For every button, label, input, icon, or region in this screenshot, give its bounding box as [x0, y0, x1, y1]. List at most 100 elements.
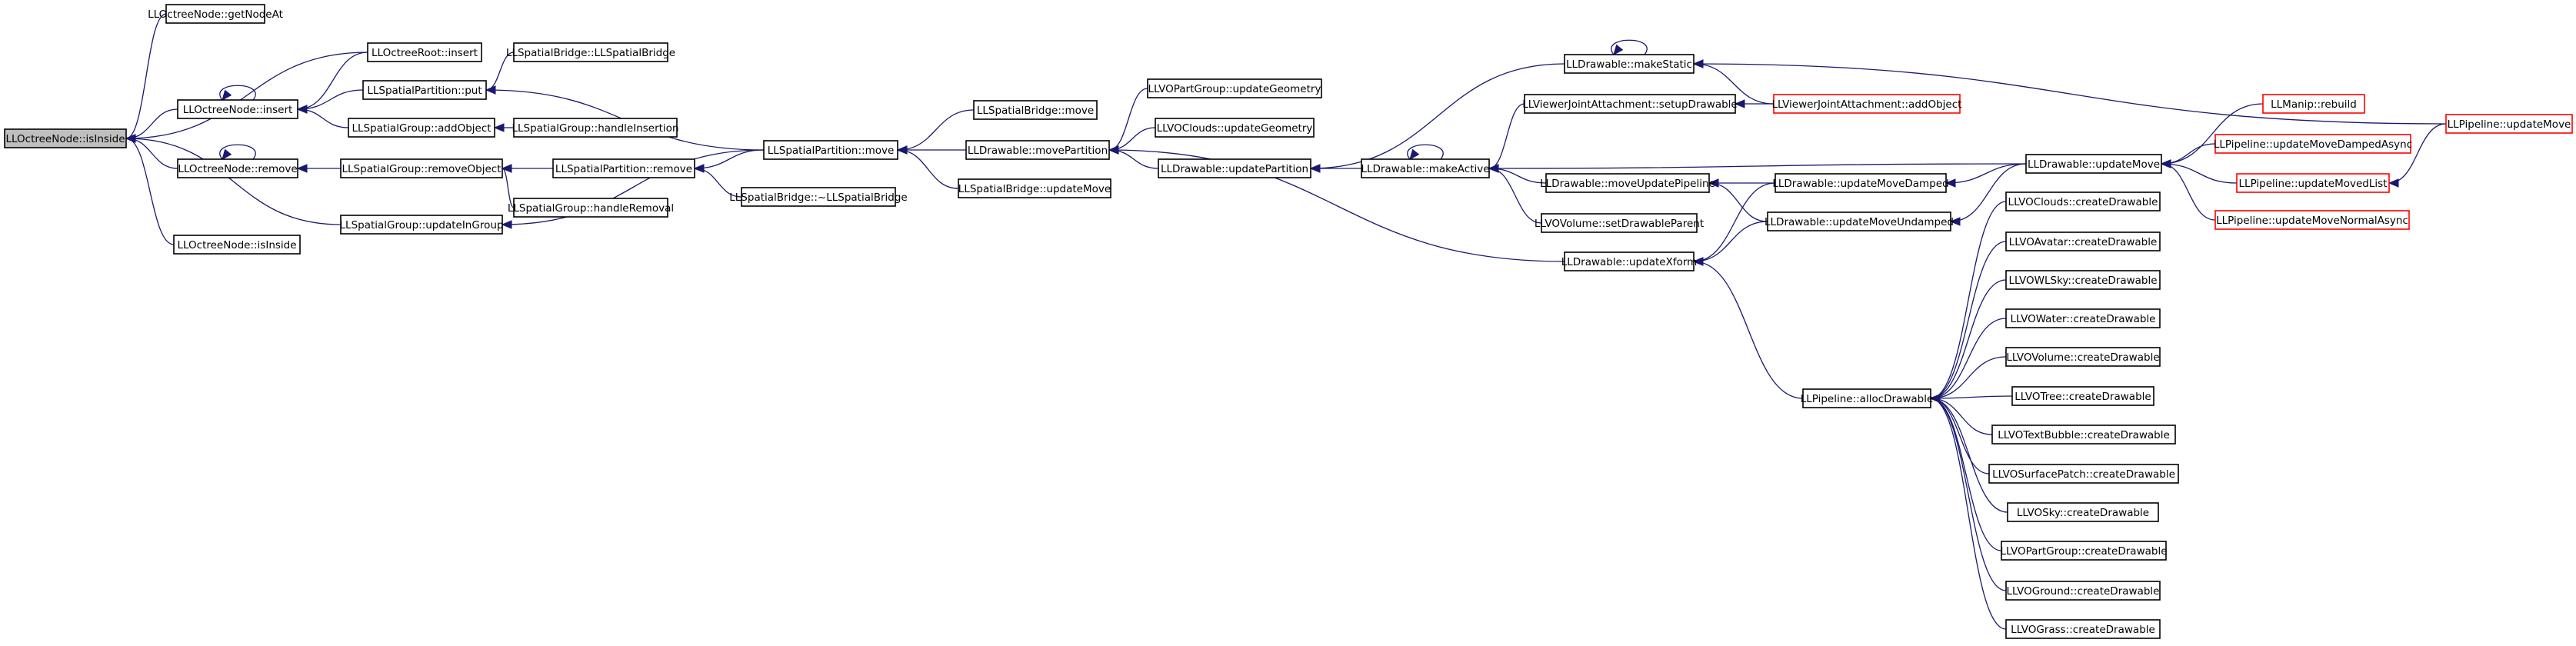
node-makeStatic[interactable]: LLDrawable::makeStatic — [1564, 54, 1695, 74]
node-addObjectAttach[interactable]: LLViewerJointAttachment::addObject — [1772, 94, 1962, 114]
edge-c11-to-allocDrawable — [1930, 398, 2007, 591]
node-box — [2011, 386, 2154, 406]
node-bridgeMove[interactable]: LLSpatialBridge::move — [973, 100, 1098, 120]
node-moveNormalAsync[interactable]: LLPipeline::updateMoveNormalAsync — [2214, 210, 2410, 230]
node-label: LLDrawable::moveUpdatePipeline — [1540, 178, 1715, 190]
node-allocDrawable[interactable]: LLPipeline::allocDrawable — [1801, 388, 1934, 408]
node-box — [1155, 118, 1315, 138]
node-box — [340, 158, 503, 178]
node-label: LLSpatialGroup::removeObject — [342, 163, 502, 175]
node-box — [165, 4, 265, 24]
node-box — [2025, 154, 2162, 174]
node-c2[interactable]: LLVOAvatar::createDrawable — [2005, 231, 2161, 251]
node-updateMoveDamped[interactable]: LLDrawable::updateMoveDamped — [1772, 173, 1949, 193]
node-movePartition[interactable]: LLDrawable::movePartition — [965, 140, 1110, 160]
node-moveDampedAsync[interactable]: LLPipeline::updateMoveDampedAsync — [2214, 134, 2412, 154]
node-c9[interactable]: LLVOSky::createDrawable — [2007, 502, 2159, 522]
node-removeObject[interactable]: LLSpatialGroup::removeObject — [340, 158, 503, 178]
node-box — [1991, 425, 2176, 445]
edge-updateMove-to-makeActive — [1488, 163, 2027, 169]
node-pipelineUpdateMove[interactable]: LLPipeline::updateMove — [2445, 114, 2573, 134]
node-partRemove[interactable]: LLSpatialPartition::remove — [552, 158, 695, 178]
edge-rootInsert-to-isInside — [125, 52, 368, 139]
edge-bridgeMove-to-partMove — [897, 109, 975, 151]
node-makeActive[interactable]: LLDrawable::makeActive — [1361, 158, 1490, 178]
node-setupDrawable[interactable]: LLViewerJointAttachment::setupDrawable — [1522, 94, 1738, 114]
node-c8[interactable]: LLVOSurfacePatch::createDrawable — [1988, 464, 2179, 484]
edges-layer — [125, 13, 2447, 630]
node-label: LLVOTextBubble::createDrawable — [1998, 429, 2170, 441]
node-c4[interactable]: LLVOWater::createDrawable — [2005, 308, 2161, 328]
node-cloudsGeom[interactable]: LLVOClouds::updateGeometry — [1155, 118, 1315, 138]
edge-arrowhead — [1108, 145, 1119, 155]
node-label: LLDrawable::updateMoveDamped — [1772, 178, 1948, 190]
node-updatePartition[interactable]: LLDrawable::updatePartition — [1158, 158, 1311, 178]
node-put[interactable]: LLSpatialPartition::put — [362, 80, 487, 100]
node-insert[interactable]: LLOctreeNode::insert — [177, 99, 298, 119]
node-handleRemoval[interactable]: LLSpatialGroup::handleRemoval — [508, 198, 674, 218]
node-label: LLVOClouds::createDrawable — [2008, 196, 2158, 208]
edge-arrowhead — [493, 123, 505, 132]
edge-handleRemoval-to-removeObject — [502, 168, 515, 208]
edge-arrowhead — [1734, 99, 1745, 108]
node-bridgeCtor[interactable]: LLSpatialBridge::LLSpatialBridge — [506, 42, 675, 62]
node-c5[interactable]: LLVOVolume::createDrawable — [2005, 347, 2161, 367]
edge-movedList-to-updateMove — [2161, 163, 2238, 184]
node-box — [1564, 251, 1695, 271]
node-box — [763, 140, 898, 160]
node-box — [2005, 347, 2161, 367]
node-c10[interactable]: LLVOPartGroup::createDrawable — [2000, 541, 2168, 561]
node-label: LLSpatialGroup::addObject — [352, 122, 491, 135]
node-movedList[interactable]: LLPipeline::updateMovedList — [2236, 173, 2390, 193]
node-isInside[interactable]: LLOctreeNode::isInside — [4, 128, 127, 148]
node-addObject[interactable]: LLSpatialGroup::addObject — [348, 118, 495, 138]
node-bridgeDtor[interactable]: LLSpatialBridge::~LLSpatialBridge — [729, 187, 908, 207]
node-label: LLVOPartGroup::updateGeometry — [1148, 83, 1321, 95]
node-handleInsertion[interactable]: LLSpatialGroup::handleInsertion — [512, 118, 679, 138]
node-label: LLSpatialBridge::move — [977, 105, 1094, 117]
node-box — [1802, 388, 1931, 408]
node-remove[interactable]: LLOctreeNode::remove — [177, 158, 298, 178]
node-rebuild[interactable]: LLManip::rebuild — [2262, 94, 2365, 114]
node-box — [1147, 78, 1322, 98]
edge-rootInsert-to-insert — [297, 52, 368, 110]
node-updateMoveUndamped[interactable]: LLDrawable::updateMoveUndamped — [1765, 211, 1954, 231]
node-box — [513, 42, 668, 62]
node-label: LLOctreeNode::isInside — [177, 239, 296, 251]
node-updateMove[interactable]: LLDrawable::updateMove — [2025, 154, 2162, 174]
node-label: LLViewerJointAttachment::setupDrawable — [1522, 98, 1737, 111]
edge-arrowhead — [1929, 394, 1941, 403]
node-box — [1524, 94, 1736, 114]
node-setDrawableParent[interactable]: LLVOVolume::setDrawableParent — [1535, 213, 1704, 233]
node-label: LLOctreeNode::isInside — [5, 133, 125, 145]
node-getNodeAt[interactable]: LLOctreeNode::getNodeAt — [148, 4, 283, 24]
node-c7[interactable]: LLVOTextBubble::createDrawable — [1991, 425, 2176, 445]
node-label: LLViewerJointAttachment::addObject — [1772, 98, 1962, 111]
node-updateXform[interactable]: LLDrawable::updateXform — [1561, 251, 1698, 271]
node-rootInsert[interactable]: LLOctreeRoot::insert — [367, 42, 482, 62]
node-bridgeUpdateMove[interactable]: LLSpatialBridge::updateMove — [958, 178, 1111, 198]
edge-c2-to-allocDrawable — [1930, 241, 2007, 399]
node-partMove[interactable]: LLSpatialPartition::move — [763, 140, 898, 160]
node-label: LLOctreeNode::getNodeAt — [148, 8, 283, 21]
edge-c4-to-allocDrawable — [1930, 318, 2007, 399]
node-moveUpdatePipeline[interactable]: LLDrawable::moveUpdatePipeline — [1540, 173, 1715, 193]
node-label: LLPipeline::updateMove — [2448, 118, 2571, 131]
node-label: LLManip::rebuild — [2271, 98, 2357, 111]
node-box — [2262, 94, 2365, 114]
edge-makeStatic-to-updatePartition — [1310, 63, 1565, 169]
node-c3[interactable]: LLVOWLSky::createDrawable — [2005, 270, 2161, 290]
node-c1[interactable]: LLVOClouds::createDrawable — [2005, 191, 2161, 211]
node-box — [1158, 158, 1311, 178]
node-label: LLVOGround::createDrawable — [2007, 585, 2160, 598]
node-c6[interactable]: LLVOTree::createDrawable — [2011, 386, 2154, 406]
edge-updateXform-to-movePartition — [1108, 149, 1565, 262]
edge-c1-to-allocDrawable — [1930, 201, 2007, 399]
node-isInside2[interactable]: LLOctreeNode::isInside — [173, 235, 301, 255]
node-partGroupGeom[interactable]: LLVOPartGroup::updateGeometry — [1147, 78, 1322, 98]
node-c11[interactable]: LLVOGround::createDrawable — [2005, 581, 2161, 601]
node-updateInGroup[interactable]: LLSpatialGroup::updateInGroup — [340, 215, 504, 235]
node-c12[interactable]: LLVOGrass::createDrawable — [2005, 619, 2161, 639]
edge-c5-to-allocDrawable — [1930, 356, 2007, 399]
edge-arrowhead — [222, 148, 232, 161]
